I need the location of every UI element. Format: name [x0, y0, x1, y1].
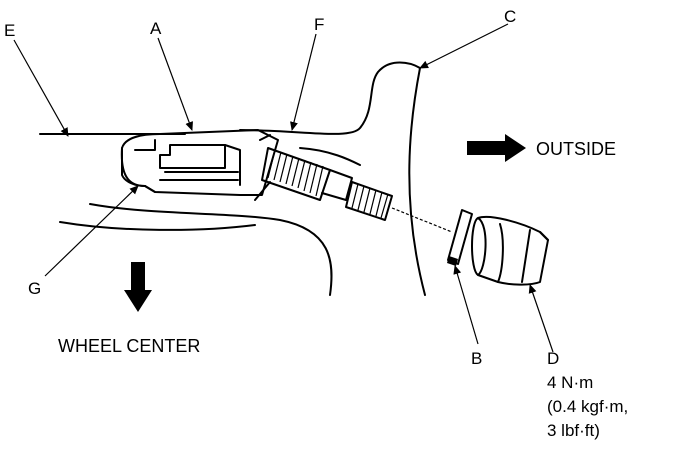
leader-g — [44, 185, 139, 277]
leader-a — [157, 37, 193, 131]
wheel-center-label: WHEEL CENTER — [58, 336, 200, 356]
leader-f — [290, 33, 317, 131]
valve-stem — [261, 147, 453, 233]
leader-e — [13, 39, 69, 137]
outside-arrow-icon — [467, 134, 526, 162]
label-e: E — [4, 21, 15, 40]
label-g: G — [28, 279, 41, 298]
outside-label: OUTSIDE — [536, 139, 616, 159]
leader-c — [419, 23, 509, 69]
valve-nut-d — [471, 216, 549, 286]
torque-line-3: 3 lbf·ft) — [547, 421, 600, 440]
down-arrow-icon — [124, 262, 152, 312]
label-b: B — [471, 349, 482, 368]
torque-line-2: (0.4 kgf·m, — [547, 397, 628, 416]
label-f: F — [314, 15, 324, 34]
label-a: A — [150, 19, 162, 38]
washer-b — [447, 209, 473, 266]
leader-b — [453, 265, 479, 345]
wheel-rim-outline — [39, 61, 426, 296]
label-c: C — [504, 7, 516, 26]
torque-line-1: 4 N·m — [547, 373, 593, 392]
leader-lines — [13, 23, 554, 353]
tpms-sensor-body — [120, 129, 279, 196]
leader-d — [528, 284, 554, 353]
label-d: D — [547, 349, 559, 368]
